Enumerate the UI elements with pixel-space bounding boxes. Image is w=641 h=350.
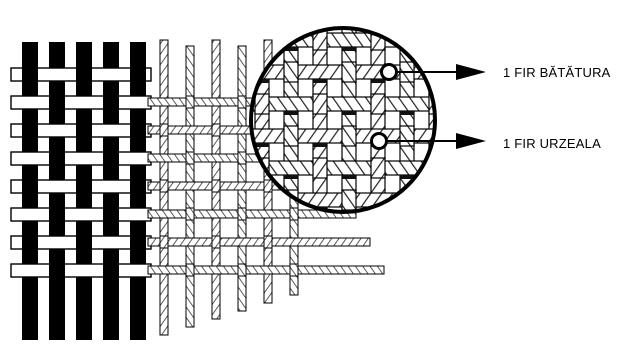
warp-over [130, 179, 146, 194]
magnified-shadow [342, 175, 356, 179]
magnified-warp-thread [428, 28, 435, 212]
magnified-warp-over [399, 125, 415, 147]
magnified-warp-over [428, 157, 435, 179]
warp-over [49, 151, 65, 166]
warp-over-thread [263, 179, 273, 193]
magnified-weft-thread [251, 96, 435, 112]
warp-over [103, 95, 119, 110]
warp-thread-label: 1 FIR URZEALA [503, 136, 601, 151]
magnified-shadow [342, 111, 356, 115]
warp-over-thread [289, 263, 299, 277]
warp-over [130, 123, 146, 138]
warp-over-thread [237, 207, 247, 221]
warp-over-thread [237, 151, 247, 165]
warp-over [103, 151, 119, 166]
weft-thread [147, 265, 385, 275]
weft-bar [10, 151, 152, 166]
magnified-warp-over [341, 189, 357, 211]
magnified-warp-over [283, 125, 299, 147]
magnified-warp-over [370, 157, 386, 179]
magnified-shadow [313, 143, 327, 147]
magnified-warp-over [312, 157, 328, 179]
warp-over [49, 263, 65, 278]
weft-marker-icon [380, 63, 398, 81]
warp-over-thread [159, 179, 169, 193]
magnified-warp-over [341, 61, 357, 83]
warp-over [49, 95, 65, 110]
magnified-warp-over [341, 125, 357, 147]
magnified-shadow [400, 175, 414, 179]
warp-over [22, 67, 38, 82]
warp-over [49, 207, 65, 222]
warp-over-thread [211, 179, 221, 193]
warp-over [103, 207, 119, 222]
magnified-warp-over [370, 93, 386, 115]
magnified-shadow [313, 79, 327, 83]
magnified-shadow [284, 175, 298, 179]
weft-thread [147, 209, 357, 219]
warp-over [76, 123, 92, 138]
warp-over-thread [211, 235, 221, 249]
warp-over [22, 123, 38, 138]
schematic-weave [10, 42, 152, 340]
warp-over-thread [185, 207, 195, 221]
magnified-shadow [255, 79, 269, 83]
warp-marker-icon [370, 132, 388, 150]
warp-over-thread [289, 207, 299, 221]
warp-arrow-icon [387, 133, 486, 149]
magnified-warp-over [428, 29, 435, 51]
warp-over [130, 235, 146, 250]
warp-over-thread [237, 95, 247, 109]
magnified-shadow [284, 111, 298, 115]
warp-over [22, 235, 38, 250]
weft-bar [10, 95, 152, 110]
weft-thread [147, 237, 371, 247]
magnified-shadow [400, 111, 414, 115]
warp-over [103, 263, 119, 278]
warp-over-thread [211, 123, 221, 137]
magnified-shadow [342, 47, 356, 51]
magnified-shadow [284, 47, 298, 51]
warp-over-thread [185, 263, 195, 277]
magnified-warp-over [283, 61, 299, 83]
warp-over-thread [263, 235, 273, 249]
warp-thread [237, 45, 247, 312]
weft-bar [10, 207, 152, 222]
magnified-shadow [429, 79, 435, 83]
magnified-weft-thread [251, 160, 435, 176]
warp-over-thread [237, 263, 247, 277]
warp-over [22, 179, 38, 194]
magnified-warp-over [312, 93, 328, 115]
warp-over-thread [159, 235, 169, 249]
warp-over [130, 67, 146, 82]
magnified-shadow [255, 143, 269, 147]
warp-over-thread [185, 95, 195, 109]
weft-bar [10, 263, 152, 278]
warp-over-thread [185, 151, 195, 165]
magnifier-circle-icon [249, 26, 437, 214]
magnified-shadow [429, 207, 435, 211]
magnified-weft-thread [251, 32, 435, 48]
warp-over [76, 179, 92, 194]
warp-over [76, 235, 92, 250]
weft-thread-label: 1 FIR BĂTĂTURA [503, 65, 611, 80]
warp-over-thread [159, 123, 169, 137]
weft-arrow-icon [397, 64, 486, 80]
magnified-warp-over [254, 93, 270, 115]
magnified-shadow [371, 79, 385, 83]
warp-over [76, 67, 92, 82]
